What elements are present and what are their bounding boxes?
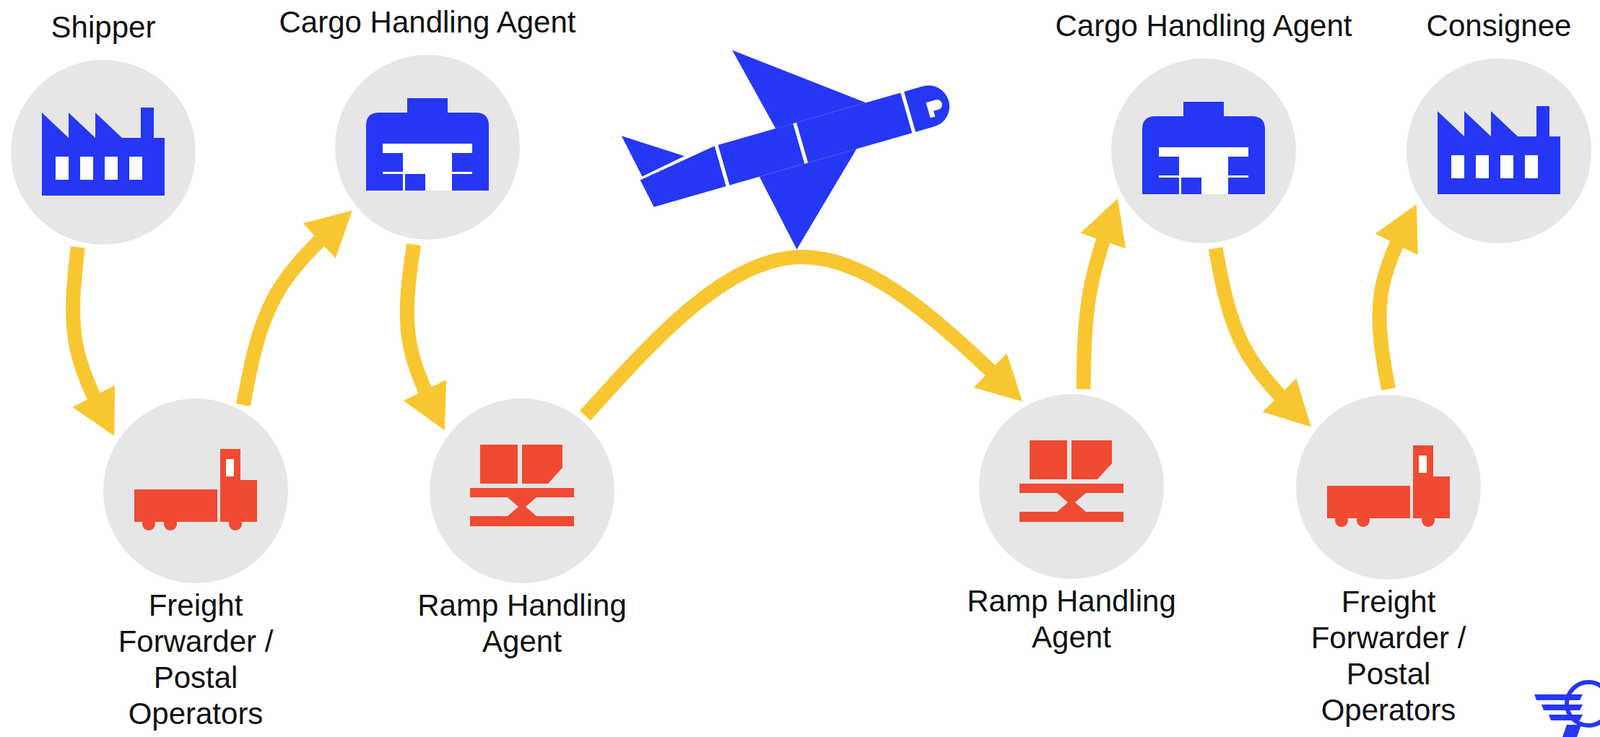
node-label: Shipper bbox=[0, 9, 248, 46]
flow-arrow bbox=[72, 246, 116, 437]
airplane-tail-fin bbox=[621, 120, 687, 180]
flow-arrow bbox=[1215, 248, 1312, 427]
node-circle bbox=[1111, 58, 1297, 244]
node-caption: Ramp Handling Agent bbox=[955, 583, 1188, 656]
node-label: Consignee bbox=[1405, 7, 1593, 45]
flow-line bbox=[72, 246, 115, 437]
airplane-cockpit bbox=[925, 98, 945, 118]
node-caption: Consignee bbox=[1405, 7, 1593, 45]
actor-node: Ramp Handling Agent bbox=[429, 398, 615, 584]
flow-line bbox=[584, 257, 1023, 416]
node-circle-fill bbox=[429, 398, 615, 584]
flow-arrow bbox=[403, 244, 447, 432]
arrow-head bbox=[974, 353, 1024, 402]
flow-arrow bbox=[243, 210, 353, 406]
logo bbox=[1534, 682, 1600, 737]
node-circle-fill bbox=[335, 54, 520, 240]
arrow-head bbox=[72, 385, 116, 437]
node-caption: Shipper bbox=[0, 9, 248, 46]
flow-arrow bbox=[1080, 198, 1126, 390]
factory-icon bbox=[41, 107, 165, 196]
flow-arrow bbox=[584, 257, 1023, 416]
flow-line bbox=[1215, 248, 1312, 427]
actor-node: Cargo Handling Agent bbox=[335, 54, 520, 240]
actor-node: Ramp Handling Agent bbox=[979, 394, 1164, 580]
node-label: Freight Forwarder / Postal Operators bbox=[109, 587, 283, 733]
arrow-head bbox=[1262, 378, 1312, 427]
flow-line bbox=[243, 210, 353, 406]
node-caption: Cargo Handling Agent bbox=[239, 4, 616, 41]
node-circle bbox=[1296, 394, 1481, 580]
airplane-nose bbox=[903, 80, 955, 133]
actor-node: Consignee bbox=[1406, 58, 1592, 244]
logo-wing bbox=[1548, 714, 1583, 721]
node-circle bbox=[1406, 58, 1592, 244]
node-circle-fill bbox=[10, 59, 196, 245]
node-circle-fill bbox=[979, 394, 1164, 580]
actor-node: Freight Forwarder / Postal Operators bbox=[1296, 394, 1481, 580]
node-caption: Freight Forwarder / Postal Operators bbox=[1301, 584, 1476, 729]
node-circle-fill bbox=[1406, 58, 1592, 244]
airplane-wing bbox=[732, 18, 866, 135]
node-caption: Freight Forwarder / Postal Operators bbox=[109, 587, 283, 733]
arrow-head bbox=[1080, 198, 1126, 249]
warehouse-icon bbox=[366, 98, 489, 191]
node-circle bbox=[979, 394, 1164, 580]
node-caption: Ramp Handling Agent bbox=[406, 587, 638, 660]
node-label: Ramp Handling Agent bbox=[955, 583, 1188, 656]
arrow-head bbox=[303, 210, 353, 258]
actor-node: Cargo Handling Agent bbox=[1111, 58, 1297, 244]
loader-icon bbox=[1019, 440, 1124, 523]
node-circle-fill bbox=[1111, 58, 1297, 244]
arrow-head bbox=[1375, 204, 1419, 255]
node-label: Cargo Handling Agent bbox=[1015, 7, 1392, 45]
loader-icon bbox=[470, 444, 575, 527]
node-circle bbox=[429, 398, 615, 584]
actor-node: Freight Forwarder / Postal Operators bbox=[103, 398, 289, 584]
logo-letter-shape bbox=[1562, 724, 1582, 737]
node-circle-fill bbox=[1296, 394, 1481, 580]
logo-wing bbox=[1541, 704, 1583, 711]
node-circle bbox=[103, 398, 289, 584]
node-circle bbox=[335, 54, 520, 240]
flow-arrow bbox=[1375, 204, 1419, 390]
node-label: Cargo Handling Agent bbox=[239, 4, 616, 41]
node-label: Freight Forwarder / Postal Operators bbox=[1301, 584, 1476, 729]
node-label: Ramp Handling Agent bbox=[406, 587, 638, 660]
logo-wing bbox=[1534, 694, 1583, 701]
warehouse-icon bbox=[1142, 101, 1265, 195]
truck-icon bbox=[134, 449, 258, 531]
arrow-head bbox=[403, 379, 447, 431]
actor-node: Shipper bbox=[10, 59, 196, 245]
airplane-wing bbox=[759, 148, 879, 254]
node-circle bbox=[10, 59, 196, 245]
factory-icon bbox=[1437, 106, 1561, 195]
node-circle-fill bbox=[103, 398, 289, 584]
truck-icon bbox=[1327, 445, 1450, 528]
airplane bbox=[607, 0, 977, 288]
node-caption: Cargo Handling Agent bbox=[1015, 7, 1392, 45]
